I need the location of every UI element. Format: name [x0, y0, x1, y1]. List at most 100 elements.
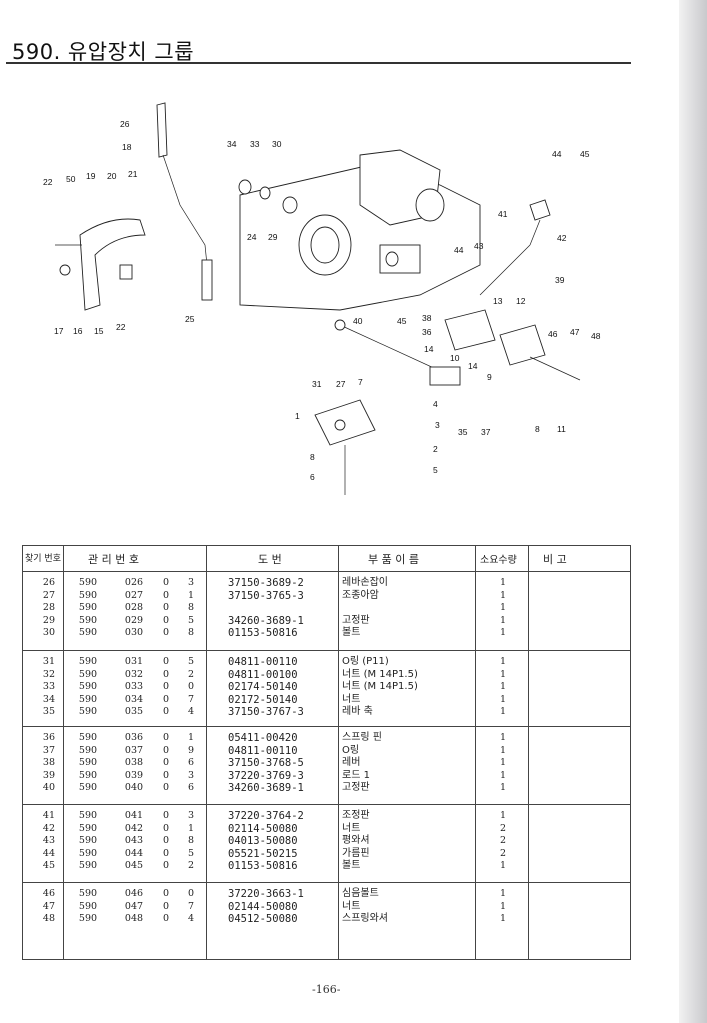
cell-no: 36: [42, 732, 55, 743]
cell-name: 평와셔: [342, 835, 370, 847]
cell-a: 590: [78, 782, 98, 794]
header-dwg: 도 번: [258, 553, 282, 566]
cell-name: 레버: [342, 757, 361, 769]
cell-qty: 1: [499, 681, 507, 693]
callout-6: 6: [310, 472, 315, 482]
cell-c: 0: [162, 681, 170, 693]
cell-b: 028: [124, 602, 144, 614]
cell-b: 031: [124, 656, 144, 667]
col-divider: [206, 546, 207, 959]
cell-c: 0: [162, 847, 170, 859]
group-separator: [23, 882, 630, 883]
cell-a: 590: [78, 602, 98, 614]
callout-5: 5: [433, 465, 438, 475]
cell-no: 35: [42, 706, 55, 718]
quadrant-plate: [55, 218, 146, 311]
cell-qty: 1: [499, 769, 507, 781]
cell-name: 볼트: [342, 860, 361, 872]
cell-b: 032: [124, 668, 144, 680]
callout-50: 50: [66, 174, 76, 184]
callout-17: 17: [54, 326, 64, 336]
cell-qty: 1: [499, 706, 507, 718]
callout-12: 12: [516, 296, 526, 306]
group-separator: [23, 650, 630, 651]
callout-3: 3: [435, 420, 440, 430]
cell-a: 590: [78, 888, 98, 899]
cell-a: 590: [78, 656, 98, 667]
group-separator: [23, 804, 630, 805]
callout-45b: 45: [397, 316, 407, 326]
cell-name: 너트: [342, 900, 361, 912]
callout-37: 37: [481, 427, 491, 437]
cell-d: 3: [187, 577, 195, 588]
valve-block: [314, 399, 376, 495]
cell-no: 32: [42, 668, 55, 680]
cell-dwg: 04512-50080: [228, 913, 298, 926]
scan-edge-shadow: [679, 0, 707, 1023]
col-divider: [338, 546, 339, 959]
cell-d: 7: [187, 900, 195, 912]
cell-no: 26: [42, 577, 55, 588]
cell-no: 31: [42, 656, 55, 667]
cell-d: 8: [187, 835, 195, 847]
cell-dwg: 37220-3764-2: [228, 810, 304, 822]
cell-dwg: 37220-3663-1: [228, 888, 304, 900]
cell-c: 0: [162, 835, 170, 847]
cell-no: 42: [42, 822, 55, 834]
cell-c: 0: [162, 822, 170, 834]
cell-c: 0: [162, 757, 170, 769]
callout-34: 34: [227, 139, 237, 149]
cell-qty: 1: [499, 656, 507, 667]
cell-name: 레바손잡이: [342, 577, 388, 588]
callout-9: 9: [487, 372, 492, 382]
callout-27: 27: [336, 379, 346, 389]
cell-no: 46: [42, 888, 55, 899]
cell-c: 0: [162, 614, 170, 626]
cell-dwg: 01153-50816: [228, 860, 298, 873]
cell-d: 2: [187, 668, 195, 680]
cell-a: 590: [78, 913, 98, 925]
cell-d: 6: [187, 782, 195, 794]
cell-d: 7: [187, 693, 195, 705]
callout-42: 42: [557, 233, 567, 243]
cell-d: 3: [187, 810, 195, 821]
cell-name: O링: [342, 744, 360, 756]
cell-b: 029: [124, 614, 144, 626]
cell-b: 039: [124, 769, 144, 781]
group-separator: [23, 726, 630, 727]
callout-30: 30: [272, 139, 282, 149]
callout-15: 15: [94, 326, 104, 336]
cell-c: 0: [162, 860, 170, 872]
cell-name: 가름핀: [342, 847, 370, 859]
cell-b: 037: [124, 744, 144, 756]
cell-dwg: 34260-3689-1: [228, 614, 304, 627]
cell-d: 6: [187, 757, 195, 769]
callout-47: 47: [570, 327, 580, 337]
cell-qty: 1: [499, 732, 507, 743]
cell-no: 45: [42, 860, 55, 872]
cell-dwg: 37150-3689-2: [228, 577, 304, 589]
header-name: 부 품 이 름: [368, 553, 419, 566]
cell-name: 레바 축: [342, 706, 373, 718]
cell-d: 8: [187, 627, 195, 639]
callout-25: 25: [185, 314, 195, 324]
callout-39: 39: [555, 275, 565, 285]
cell-qty: 1: [499, 627, 507, 639]
callout-8: 8: [535, 424, 540, 434]
header-qty: 소요수량: [480, 555, 517, 566]
callout-44: 44: [552, 149, 562, 159]
lever-handle: [156, 102, 213, 301]
cell-no: 40: [42, 782, 55, 794]
cell-qty: 1: [499, 913, 507, 925]
cell-c: 0: [162, 602, 170, 614]
cell-name: 너트 (M 14P1.5): [342, 668, 418, 680]
cell-c: 0: [162, 656, 170, 667]
